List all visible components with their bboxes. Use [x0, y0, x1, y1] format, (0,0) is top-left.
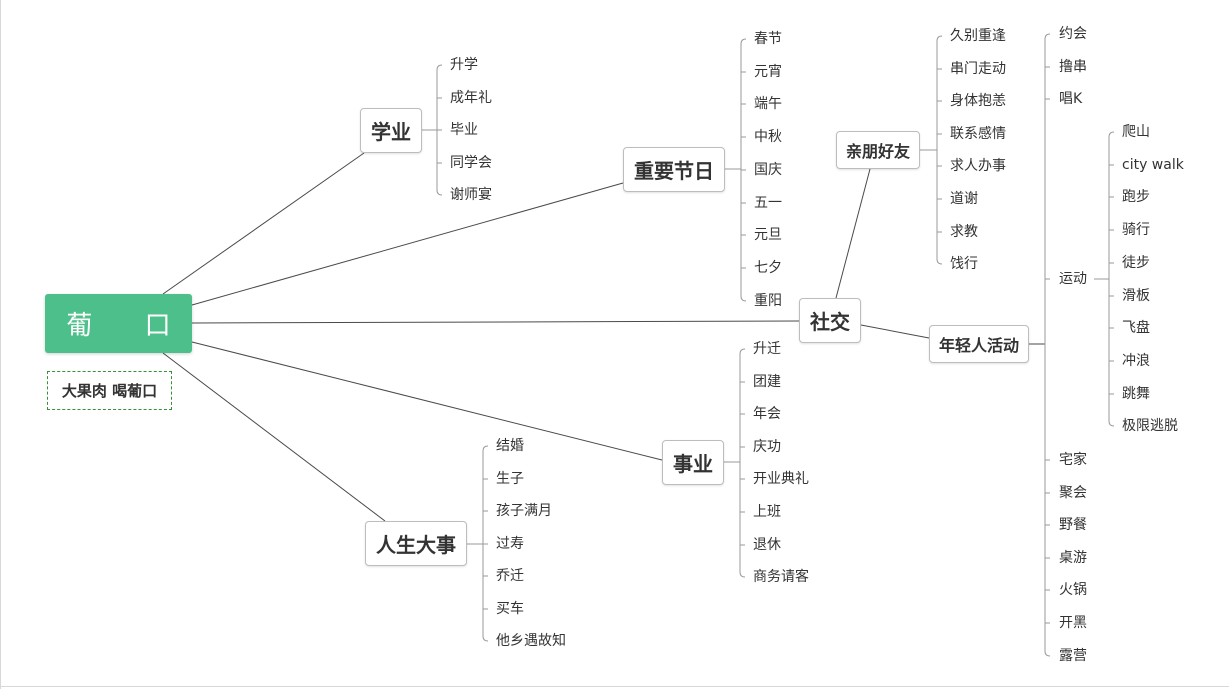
life-leaf[interactable]: 生子	[496, 471, 524, 487]
life-leaf[interactable]: 结婚	[496, 438, 524, 454]
sport-leaf[interactable]: 骑行	[1122, 222, 1150, 238]
connector-root-study	[162, 152, 365, 295]
connector-root-life	[162, 352, 386, 522]
branch-festivals[interactable]: 重要节日	[623, 147, 725, 192]
study-leaf[interactable]: 谢师宴	[450, 187, 492, 203]
festivals-leaf[interactable]: 重阳	[754, 293, 782, 309]
branch-study[interactable]: 学业	[360, 108, 422, 153]
connector-social-youth	[860, 324, 930, 339]
life-leaf[interactable]: 他乡遇故知	[496, 633, 566, 649]
festivals-leaf[interactable]: 七夕	[754, 260, 782, 276]
youth-leaf[interactable]: 桌游	[1059, 550, 1087, 566]
branch-career[interactable]: 事业	[662, 440, 724, 485]
branch-sport[interactable]: 运动	[1059, 271, 1087, 287]
life-leaf[interactable]: 买车	[496, 601, 524, 617]
connector-root-festivals	[191, 182, 624, 306]
study-leaf[interactable]: 同学会	[450, 155, 492, 171]
youth-leaf[interactable]: 唱K	[1059, 91, 1083, 107]
friends-leaf[interactable]: 求教	[950, 224, 978, 240]
study-leaf[interactable]: 成年礼	[450, 90, 492, 106]
festivals-leaf[interactable]: 端午	[754, 96, 782, 112]
career-leaf[interactable]: 庆功	[753, 439, 781, 455]
connector-social-friends	[835, 168, 871, 299]
friends-leaf[interactable]: 久别重逢	[950, 28, 1006, 44]
youth-leaf[interactable]: 宅家	[1059, 452, 1087, 468]
career-leaf[interactable]: 团建	[753, 374, 781, 390]
study-leaf[interactable]: 升学	[450, 57, 478, 73]
festivals-leaf[interactable]: 春节	[754, 31, 782, 47]
youth-leaf[interactable]: 开黑	[1059, 615, 1087, 631]
friends-leaf[interactable]: 串门走动	[950, 61, 1006, 77]
connector-root-social	[191, 320, 800, 324]
friends-leaf[interactable]: 求人办事	[950, 158, 1006, 174]
career-leaf[interactable]: 开业典礼	[753, 471, 809, 487]
branch-life[interactable]: 人生大事	[365, 521, 467, 566]
friends-leaf[interactable]: 饯行	[950, 256, 978, 272]
life-leaf[interactable]: 乔迁	[496, 568, 524, 584]
sport-leaf[interactable]: 飞盘	[1122, 320, 1150, 336]
youth-leaf[interactable]: 撸串	[1059, 59, 1087, 75]
branch-youth[interactable]: 年轻人活动	[929, 325, 1029, 363]
festivals-leaf[interactable]: 元旦	[754, 227, 782, 243]
sport-leaf[interactable]: 极限逃脱	[1122, 418, 1178, 434]
study-leaf[interactable]: 毕业	[450, 122, 478, 138]
youth-leaf[interactable]: 火锅	[1059, 582, 1087, 598]
festivals-leaf[interactable]: 国庆	[754, 162, 782, 178]
career-leaf[interactable]: 上班	[753, 504, 781, 520]
branch-social[interactable]: 社交	[799, 298, 861, 343]
youth-leaf[interactable]: 约会	[1059, 26, 1087, 42]
festivals-leaf[interactable]: 五一	[754, 195, 782, 211]
career-bracket	[739, 348, 746, 578]
youth-leaf[interactable]: 野餐	[1059, 517, 1087, 533]
youth-leaf[interactable]: 露营	[1059, 648, 1087, 664]
sport-leaf[interactable]: 跳舞	[1122, 386, 1150, 402]
frame-left-border	[0, 0, 1, 689]
career-leaf[interactable]: 升迁	[753, 341, 781, 357]
youth-bracket	[1044, 33, 1051, 657]
branch-friends[interactable]: 亲朋好友	[836, 131, 920, 169]
festivals-leaf[interactable]: 中秋	[754, 129, 782, 145]
life-leaf[interactable]: 过寿	[496, 536, 524, 552]
sport-leaf[interactable]: city walk	[1122, 157, 1184, 173]
sport-leaf[interactable]: 跑步	[1122, 189, 1150, 205]
youth-leaf[interactable]: 聚会	[1059, 485, 1087, 501]
frame-bottom-border	[0, 686, 1229, 687]
sport-leaf[interactable]: 爬山	[1122, 124, 1150, 140]
root-node[interactable]: 葡 口	[45, 294, 192, 353]
career-leaf[interactable]: 年会	[753, 406, 781, 422]
friends-leaf[interactable]: 身体抱恙	[950, 93, 1006, 109]
festivals-leaf[interactable]: 元宵	[754, 64, 782, 80]
sport-leaf[interactable]: 滑板	[1122, 288, 1150, 304]
career-leaf[interactable]: 退休	[753, 537, 781, 553]
friends-leaf[interactable]: 联系感情	[950, 126, 1006, 142]
career-leaf[interactable]: 商务请客	[753, 569, 809, 585]
sport-leaf[interactable]: 徒步	[1122, 255, 1150, 271]
life-leaf[interactable]: 孩子满月	[496, 503, 552, 519]
root-note-callout[interactable]: 大果肉 喝葡口	[47, 371, 172, 410]
connector-root-career	[191, 341, 663, 461]
friends-leaf[interactable]: 道谢	[950, 191, 978, 207]
sport-leaf[interactable]: 冲浪	[1122, 353, 1150, 369]
